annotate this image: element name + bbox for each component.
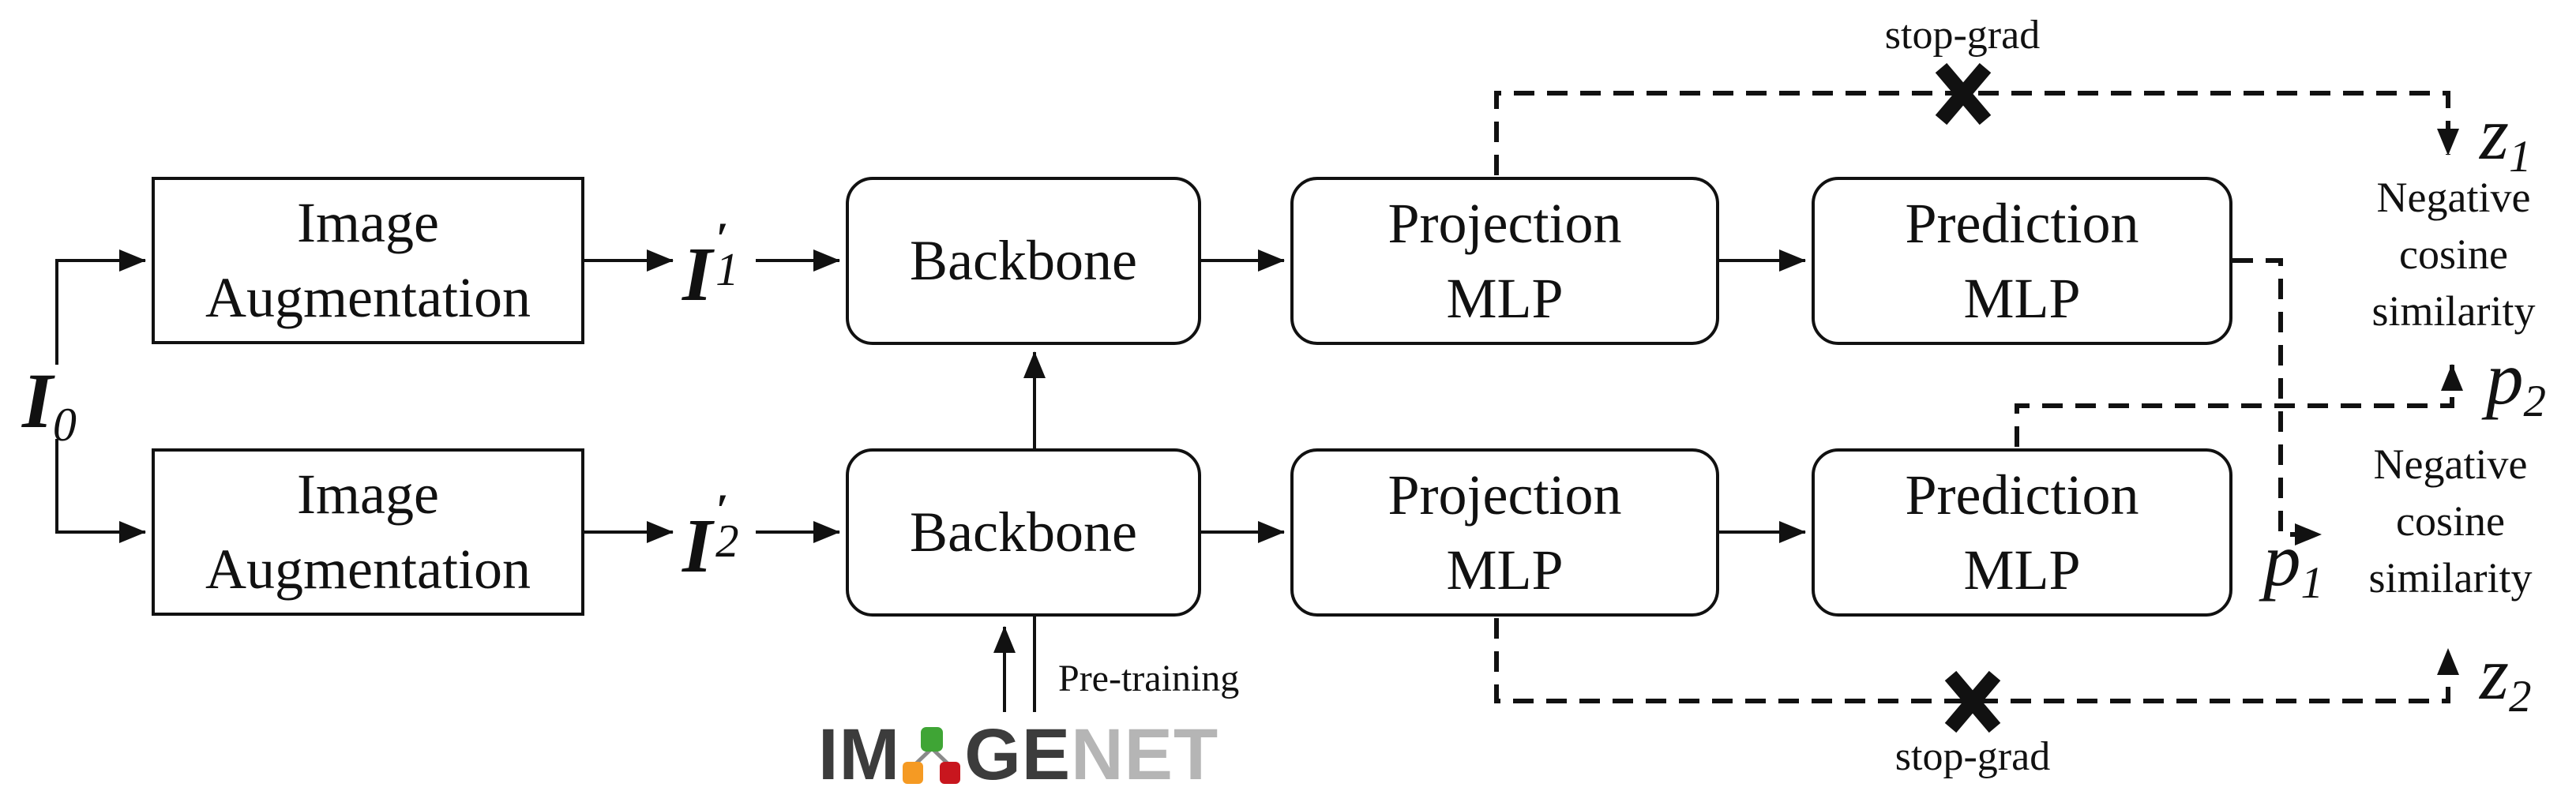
box-label-line: MLP <box>1446 266 1564 330</box>
dashed-paths <box>1494 91 2463 703</box>
box-label-line: Image <box>297 463 439 526</box>
path-p1-to-similarity <box>2232 258 2322 545</box>
box-label-line: MLP <box>1963 266 2081 330</box>
box-label-line: Image <box>297 191 439 254</box>
box-label-line: Backbone <box>910 229 1137 292</box>
box-backbone-bottom: Backbone <box>846 448 1201 617</box>
imagenet-logo-net: NET <box>1071 714 1219 795</box>
box-label-line: Augmentation <box>205 266 531 329</box>
arrow-io-to-aug-top <box>55 249 146 365</box>
box-prediction-mlp-top: Prediction MLP <box>1812 177 2232 345</box>
stop-grad-marks <box>1935 62 2001 733</box>
box-label-line: MLP <box>1963 538 2081 602</box>
pre-training-label: Pre-training <box>1058 658 1240 699</box>
solid-arrows <box>55 249 1806 712</box>
label-view-i2: I′2 <box>682 485 739 589</box>
box-label-line: Backbone <box>910 500 1137 564</box>
label-z1: z1 <box>2480 92 2532 182</box>
label-z2: z2 <box>2480 632 2532 722</box>
box-image-augmentation-top: Image Augmentation <box>152 177 584 344</box>
box-projection-mlp-top: Projection MLP <box>1290 177 1719 345</box>
negative-cosine-similarity-bottom: Negative cosine similarity <box>2368 440 2533 602</box>
box-prediction-mlp-bottom: Prediction MLP <box>1812 448 2232 617</box>
box-image-augmentation-bottom: Image Augmentation <box>152 448 584 616</box>
label-input-io: I0 <box>22 357 77 451</box>
box-backbone-top: Backbone <box>846 177 1201 345</box>
box-label-line: Projection <box>1388 463 1622 527</box>
box-projection-mlp-bottom: Projection MLP <box>1290 448 1719 617</box>
label-view-i1: I′1 <box>682 214 739 317</box>
negative-cosine-similarity-top: Negative cosine similarity <box>2371 174 2536 335</box>
stop-grad-label-bottom: stop-grad <box>1894 734 2051 779</box>
box-label-line: Prediction <box>1905 463 2139 527</box>
imagenet-logo-ge: GE <box>964 714 1072 795</box>
imagenet-logo: IM GE NET <box>818 714 1219 795</box>
label-p1: p1 <box>2263 518 2323 608</box>
box-label-line: MLP <box>1446 538 1564 602</box>
path-p2-to-similarity <box>2015 364 2463 447</box>
box-label-line: Prediction <box>1905 191 2139 255</box>
imagenet-logo-im: IM <box>818 714 901 795</box>
path-z2-stop-grad <box>1494 618 2459 703</box>
box-label-line: Augmentation <box>205 538 531 601</box>
imagenet-tree-icon <box>902 726 963 785</box>
arrow-io-to-aug-bottom <box>55 439 146 543</box>
path-z1-stop-grad <box>1494 91 2459 175</box>
stop-grad-label-top: stop-grad <box>1884 13 2041 58</box>
label-p2: p2 <box>2486 336 2546 426</box>
stop-grad-x-bottom-icon <box>1944 670 2001 733</box>
stop-grad-x-top-icon <box>1935 62 1992 126</box>
box-label-line: Projection <box>1388 191 1622 255</box>
